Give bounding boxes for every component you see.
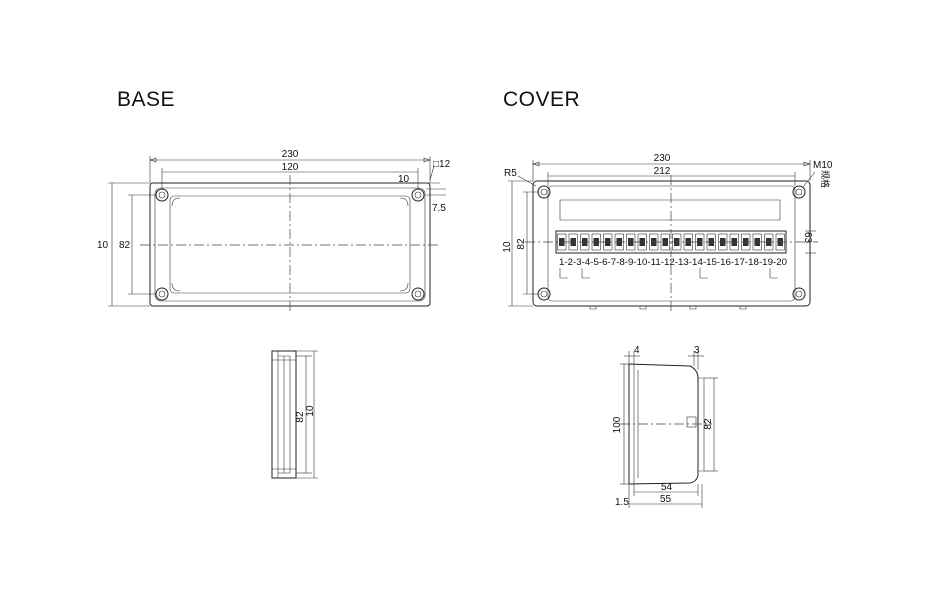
terminal-screw — [754, 238, 760, 246]
base-title: BASE — [117, 88, 176, 111]
cover-thread-label: M10 — [813, 160, 833, 171]
base-side-outer-label: 10 — [305, 405, 316, 417]
cover-height-outer-label: 10 — [502, 241, 513, 253]
cover-side-depth-outer-label: 55 — [660, 494, 672, 505]
base-side-view: 82 10 — [271, 350, 318, 479]
cover-side-view: 4 3 100 82 54 55 1.5 — [612, 345, 718, 508]
terminal-screw — [628, 238, 634, 246]
terminal-screw — [593, 238, 599, 246]
terminal-screw — [731, 238, 737, 246]
terminal-screw — [697, 238, 703, 246]
terminal-screw — [720, 238, 726, 246]
cover-radius-label: R5 — [504, 168, 517, 179]
base-height-outer-label: 10 — [97, 240, 109, 251]
base-top-view — [140, 175, 440, 312]
base-length-label: 230 — [282, 149, 299, 160]
base-corner-offset-label: 10 — [398, 174, 410, 185]
base-offset-label: 7.5 — [432, 203, 446, 214]
cover-side-depth-inner-label: 54 — [661, 482, 673, 493]
terminal-screw — [605, 238, 611, 246]
cover-side-inner-height-label: 82 — [703, 418, 714, 430]
cover-title: COVER — [503, 88, 581, 111]
cover-dimensions: 230 212 R5 M10 规格 63 10 82 — [502, 153, 833, 307]
base-dimensions: 230 120 10 □12 7.5 10 82 — [97, 149, 451, 307]
cover-length-label: 230 — [654, 153, 671, 164]
cover-side-flange-right-label: 3 — [694, 345, 700, 356]
cover-side-height-label: 100 — [612, 416, 623, 433]
cover-corner-holes — [537, 185, 806, 301]
base-side-inner-label: 82 — [295, 411, 306, 423]
base-height-inner-label: 82 — [119, 240, 131, 251]
base-square-label: □12 — [433, 159, 451, 170]
cover-top-view: 1-2-3-4-5-6-7-8-9-10-11-12-13-14-15-16-1… — [525, 175, 818, 312]
cover-thread-note: 规格 — [820, 170, 831, 188]
base-inner-length-label: 120 — [282, 162, 299, 173]
cover-side-flange-left-label: 4 — [634, 345, 640, 356]
cover-inner-length-label: 212 — [654, 166, 671, 177]
cover-side-wall-label: 1.5 — [615, 497, 629, 508]
terminal-labels: 1-2-3-4-5-6-7-8-9-10-11-12-13-14-15-16-1… — [559, 257, 787, 267]
cover-height-inner-label: 82 — [516, 238, 527, 250]
terminal-screw — [570, 238, 576, 246]
cover-rail-height-label: 63 — [802, 232, 813, 244]
